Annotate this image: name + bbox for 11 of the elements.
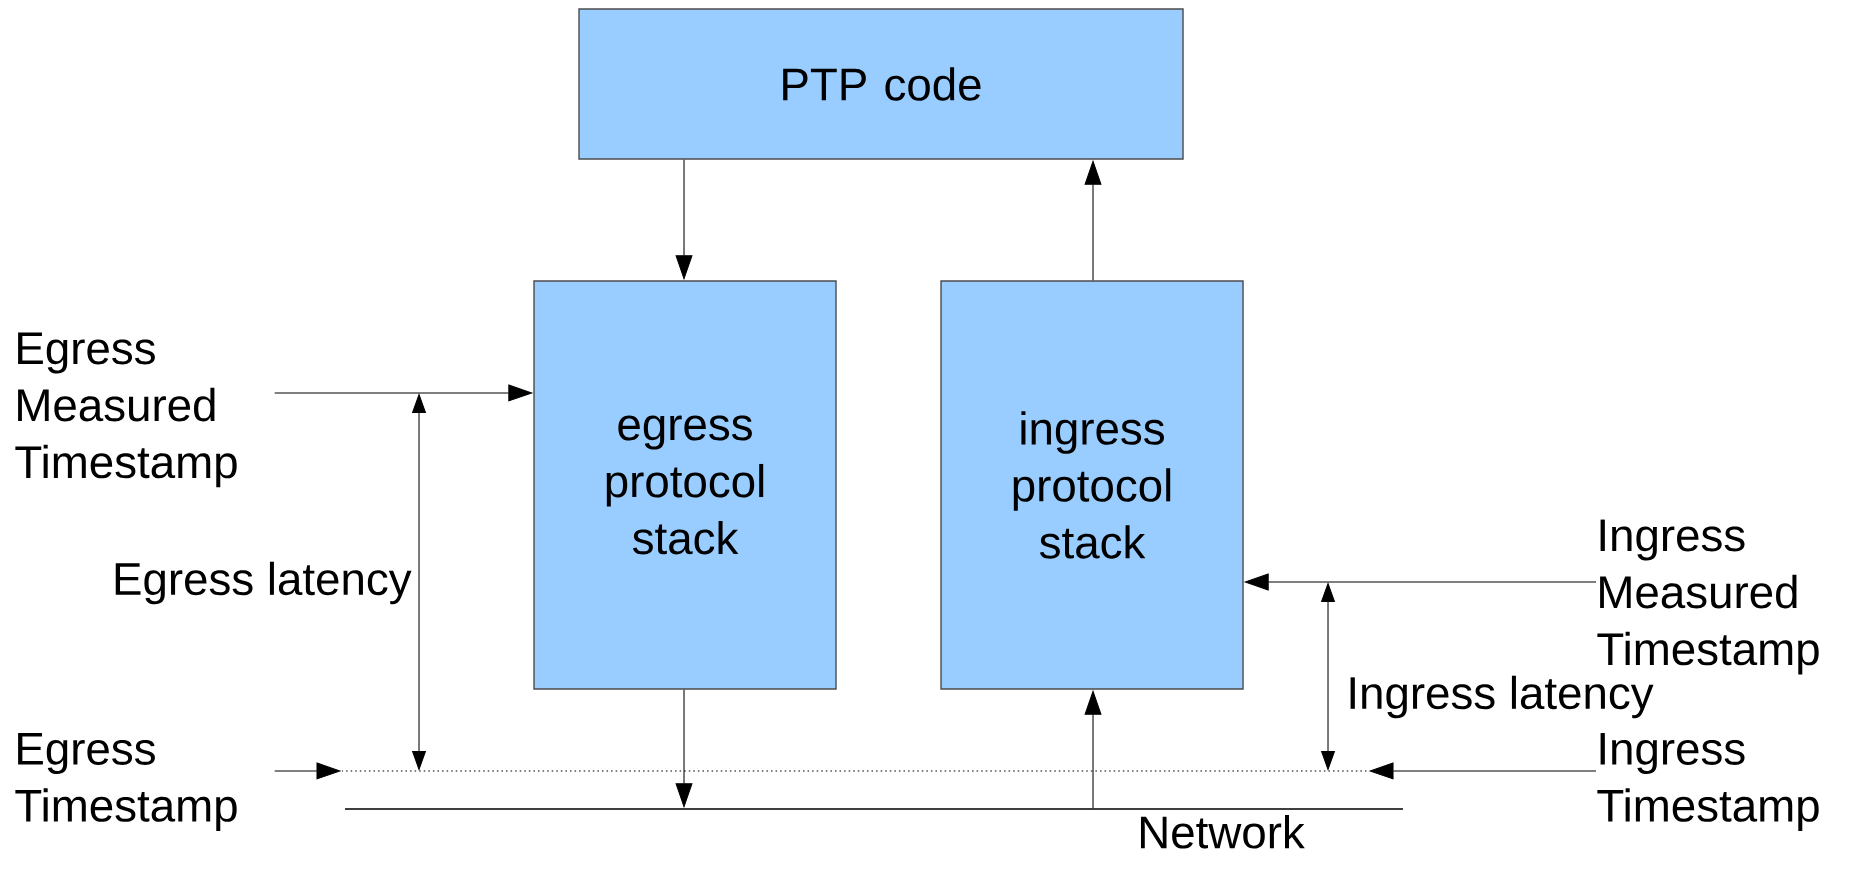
process-box: ingress protocol stack [940,280,1244,690]
signal-label: Egress Measured Timestamp [15,332,237,488]
process-box: egress protocol stack [533,280,837,690]
signal-label: Ingress Measured Timestamp [1597,519,1819,675]
signal-label: Egress Timestamp [15,733,237,831]
dotted-line [341,770,1369,772]
signal-label: Ingress Timestamp [1597,733,1819,831]
latency-label: Ingress latency [1350,675,1654,719]
network-line: Network [344,808,1404,849]
latency-label: Egress latency [115,561,412,605]
process-box: PTP code [578,8,1184,160]
